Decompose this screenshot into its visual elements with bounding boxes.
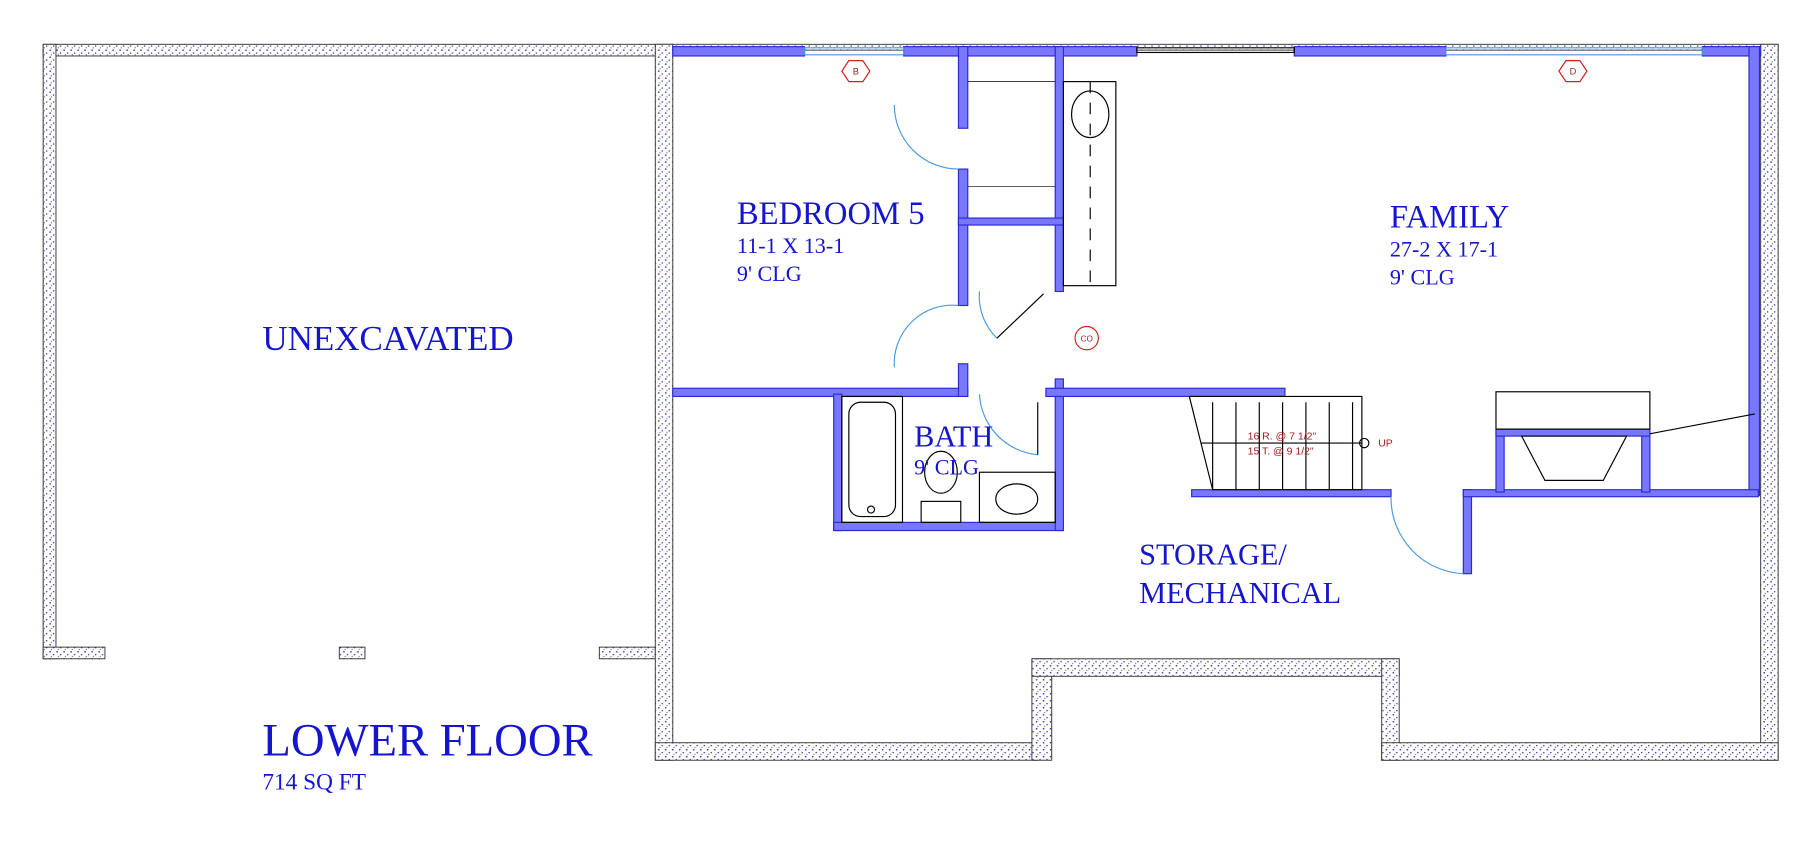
stair-direction: UP xyxy=(1378,439,1393,450)
wet-bar xyxy=(1062,81,1117,287)
bath-fixtures xyxy=(841,395,1056,523)
room-mechanical: MECHANICAL xyxy=(1139,576,1341,610)
room-bath: BATH xyxy=(914,420,993,454)
interior-walls xyxy=(672,46,1762,575)
family-size: 27-2 X 17-1 xyxy=(1390,237,1498,262)
bath-ceiling: 9' CLG xyxy=(914,455,979,480)
window-tag-d: D xyxy=(1558,60,1588,83)
svg-text:D: D xyxy=(1570,67,1577,77)
door-swings xyxy=(893,104,1464,575)
bedroom-5-size: 11-1 X 13-1 xyxy=(737,233,844,258)
room-unexcavated: UNEXCAVATED xyxy=(262,319,513,358)
svg-text:B: B xyxy=(853,67,859,77)
room-family: FAMILY xyxy=(1390,199,1509,235)
floor-title: LOWER FLOOR xyxy=(262,715,593,767)
stair-risers: 16 R. @ 7 1/2" xyxy=(1248,432,1317,443)
fireplace xyxy=(1495,391,1755,481)
cleanout-tag: CO xyxy=(1074,325,1099,351)
floor-area: 714 SQ FT xyxy=(262,769,366,795)
foundation-walls xyxy=(42,43,1779,761)
stair-treads: 15 T. @ 9 1/2" xyxy=(1248,447,1314,458)
room-bedroom-5: BEDROOM 5 xyxy=(737,196,925,232)
windows xyxy=(803,47,1703,56)
family-ceiling: 9' CLG xyxy=(1390,265,1455,290)
bedroom-5-ceiling: 9' CLG xyxy=(737,261,802,286)
window-tag-b: B xyxy=(841,60,871,83)
closet-shelving xyxy=(967,81,1056,187)
svg-text:CO: CO xyxy=(1081,335,1093,344)
stairs xyxy=(1188,395,1370,491)
room-storage: STORAGE/ xyxy=(1139,537,1287,571)
